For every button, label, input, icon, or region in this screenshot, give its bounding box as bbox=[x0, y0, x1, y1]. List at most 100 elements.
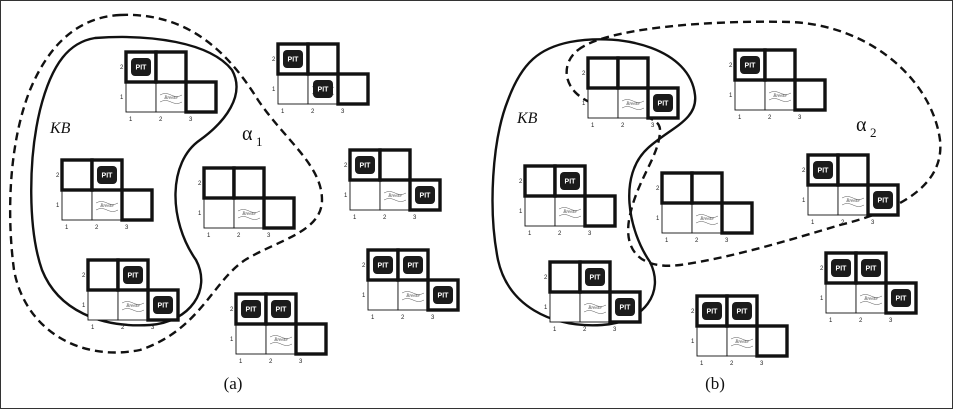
grid-cell bbox=[349, 179, 381, 211]
x-tick-label: 1 bbox=[811, 220, 815, 226]
breeze-label: Breeze bbox=[563, 210, 577, 215]
kb-label-a: KB bbox=[49, 120, 71, 137]
alpha-label-a: α bbox=[242, 123, 253, 145]
pit-marker bbox=[415, 186, 435, 204]
x-tick-label: 1 bbox=[353, 215, 357, 221]
grid-cell bbox=[524, 195, 556, 227]
x-tick-label: 3 bbox=[431, 315, 435, 321]
grid-cell-frontier bbox=[336, 72, 370, 106]
x-tick-label: 2 bbox=[121, 325, 125, 331]
pit-label: PIT bbox=[102, 173, 114, 180]
breeze-wave bbox=[383, 191, 407, 195]
x-tick-label: 1 bbox=[591, 123, 595, 129]
breeze-label: Breeze bbox=[864, 297, 878, 302]
pit-marker bbox=[861, 259, 881, 277]
grid-cell-frontier bbox=[294, 322, 328, 356]
x-tick-label: 3 bbox=[760, 361, 764, 367]
grid-cell bbox=[726, 325, 758, 357]
grid-cell-frontier bbox=[586, 56, 620, 90]
pit-label: PIT bbox=[590, 275, 602, 282]
breeze-wave bbox=[859, 294, 883, 298]
grid-cell bbox=[87, 289, 119, 321]
breeze-wave bbox=[95, 201, 119, 205]
x-tick-label: 2 bbox=[621, 123, 625, 129]
x-tick-label: 1 bbox=[281, 109, 285, 115]
pit-label: PIT bbox=[745, 63, 757, 70]
pit-marker bbox=[653, 94, 673, 112]
y-tick-label: 2 bbox=[582, 71, 586, 77]
pit-marker bbox=[831, 259, 851, 277]
pit-marker bbox=[123, 266, 143, 284]
y-tick-label: 2 bbox=[729, 63, 733, 69]
x-tick-label: 1 bbox=[129, 117, 133, 123]
x-tick-label: 2 bbox=[311, 109, 315, 115]
x-tick-label: 2 bbox=[695, 238, 699, 244]
x-tick-label: 2 bbox=[859, 318, 863, 324]
pit-marker bbox=[615, 298, 635, 316]
grid-cell bbox=[579, 291, 611, 323]
y-tick-label: 1 bbox=[82, 303, 86, 309]
breeze-wave bbox=[121, 308, 145, 312]
x-tick-label: 3 bbox=[651, 123, 655, 129]
x-tick-label: 2 bbox=[730, 361, 734, 367]
x-tick-label: 3 bbox=[725, 238, 729, 244]
pit-label: PIT bbox=[420, 193, 432, 200]
pit-label: PIT bbox=[818, 168, 830, 175]
kb-label-b: KB bbox=[516, 110, 538, 127]
pit-label: PIT bbox=[438, 293, 450, 300]
breeze-wave bbox=[730, 344, 754, 348]
pit-marker bbox=[433, 286, 453, 304]
x-tick-label: 3 bbox=[798, 115, 802, 121]
breeze-wave bbox=[583, 303, 607, 307]
x-tick-label: 2 bbox=[841, 220, 845, 226]
breeze-wave bbox=[768, 98, 792, 102]
breeze-label: Breeze bbox=[100, 204, 114, 209]
x-tick-label: 1 bbox=[738, 115, 742, 121]
x-tick-label: 2 bbox=[159, 117, 163, 123]
alpha-label-b: α bbox=[856, 114, 867, 136]
pit-marker bbox=[585, 268, 605, 286]
grid-cell bbox=[617, 87, 649, 119]
breeze-wave bbox=[695, 214, 719, 218]
x-tick-label: 1 bbox=[665, 238, 669, 244]
pit-label: PIT bbox=[737, 309, 749, 316]
x-tick-label: 3 bbox=[889, 318, 893, 324]
breeze-wave bbox=[269, 342, 293, 346]
breeze-wave bbox=[159, 93, 183, 97]
y-tick-label: 2 bbox=[344, 163, 348, 169]
breeze-wave bbox=[558, 214, 582, 218]
grid-cell-frontier bbox=[154, 50, 188, 84]
breeze-label: Breeze bbox=[700, 217, 714, 222]
pit-label: PIT bbox=[246, 307, 258, 314]
x-tick-label: 3 bbox=[189, 117, 193, 123]
grid-cell-frontier bbox=[690, 171, 724, 205]
grid-cell bbox=[696, 325, 728, 357]
pit-marker bbox=[560, 172, 580, 190]
pit-marker bbox=[241, 300, 261, 318]
grid-cell-frontier bbox=[548, 260, 582, 294]
pit-label: PIT bbox=[318, 87, 330, 94]
pit-label: PIT bbox=[878, 198, 890, 205]
y-tick-label: 2 bbox=[656, 186, 660, 192]
x-tick-label: 3 bbox=[413, 215, 417, 221]
pit-marker bbox=[271, 300, 291, 318]
grid-cell-frontier bbox=[836, 153, 870, 187]
alpha-region-a bbox=[8, 13, 324, 354]
alpha-subscript-a: 1 bbox=[256, 134, 263, 149]
grid-cell bbox=[807, 184, 839, 216]
x-tick-label: 2 bbox=[401, 315, 405, 321]
x-tick-label: 3 bbox=[871, 220, 875, 226]
breeze-label: Breeze bbox=[242, 212, 256, 217]
breeze-label: Breeze bbox=[773, 94, 787, 99]
grid-cell-frontier bbox=[793, 78, 827, 112]
pit-label: PIT bbox=[288, 57, 300, 64]
